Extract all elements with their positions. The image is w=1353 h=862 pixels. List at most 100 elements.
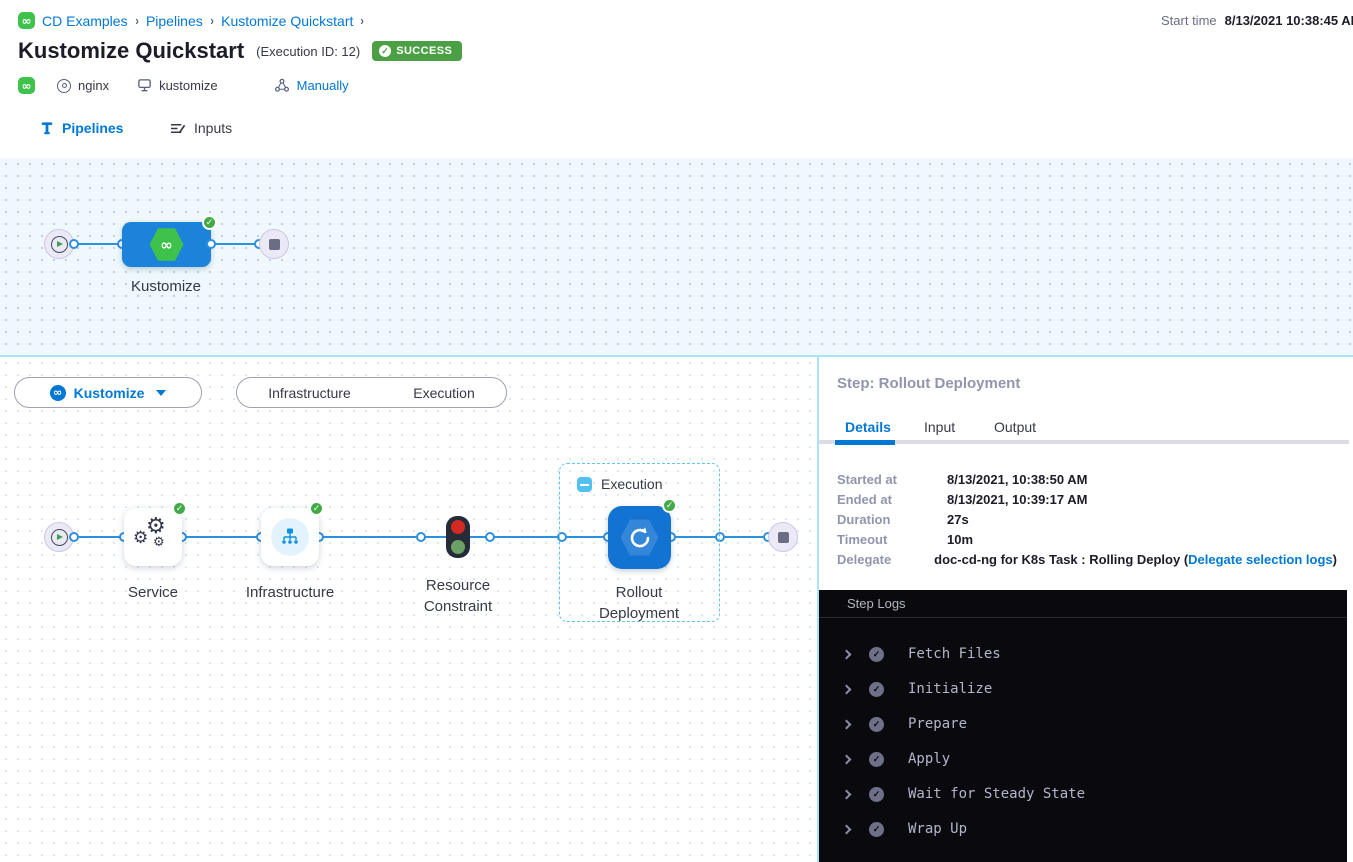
breadcrumb: ∞ CD Examples › Pipelines › Kustomize Qu…: [18, 12, 365, 29]
pipeline-start-node[interactable]: [44, 229, 74, 259]
stage-selector-dropdown[interactable]: ∞ Kustomize: [14, 377, 202, 408]
infrastructure-icon: [271, 518, 309, 556]
step-label-rollout: Rollout Deployment: [598, 584, 680, 622]
panel-tab-track: [819, 440, 1349, 444]
step-node-resource-constraint[interactable]: [446, 516, 470, 558]
log-section-fetch-files[interactable]: ✓ Fetch Files: [819, 644, 1347, 664]
panel-title: Step: Rollout Deployment: [837, 375, 1021, 392]
breadcrumb-separator: ›: [360, 13, 365, 28]
edge-connector: [715, 532, 725, 542]
pipeline-graph: ∞ ✓ Kustomize: [0, 158, 1353, 355]
edge-connector: [485, 532, 495, 542]
edge-connector: [206, 239, 216, 249]
step-label-resource-constraint: Resource Constraint: [423, 577, 493, 615]
execution-id: (Execution ID: 12): [256, 43, 361, 59]
stage-node-kustomize[interactable]: ∞ ✓: [122, 215, 217, 267]
step-label-infrastructure: Infrastructure: [245, 584, 335, 601]
chevron-right-icon: [841, 754, 852, 764]
tab-output[interactable]: Output: [994, 419, 1037, 435]
field-started-at: Started at 8/13/2021, 10:38:50 AM: [837, 471, 1088, 487]
log-section-initialize[interactable]: ✓ Initialize: [819, 679, 1347, 699]
success-check-icon: ✓: [202, 215, 217, 230]
log-section-apply[interactable]: ✓ Apply: [819, 749, 1347, 769]
page-title: Kustomize Quickstart: [18, 38, 245, 63]
tab-input[interactable]: Input: [924, 419, 956, 435]
chevron-right-icon: [841, 719, 852, 729]
tab-details[interactable]: Details: [845, 419, 891, 435]
edge-connector: [557, 532, 567, 542]
edge-connector: [69, 532, 79, 542]
execution-group-label: Execution: [601, 476, 663, 492]
green-light-icon: [451, 540, 465, 554]
log-success-icon: ✓: [869, 821, 884, 837]
success-check-icon: ✓: [309, 501, 324, 516]
log-section-prepare[interactable]: ✓ Prepare: [819, 714, 1347, 734]
field-timeout: Timeout 10m: [837, 531, 974, 547]
edge: [74, 243, 122, 245]
breadcrumb-separator: ›: [210, 13, 214, 28]
gears-icon: ⚙: [153, 535, 165, 550]
delegate-selection-logs-link[interactable]: Delegate selection logs: [1188, 551, 1333, 567]
log-section-wait-steady-state[interactable]: ✓ Wait for Steady State: [819, 784, 1347, 804]
toggle-infrastructure[interactable]: Infrastructure: [268, 384, 351, 401]
stage-label: Kustomize: [130, 278, 202, 295]
cd-module-icon: ∞: [18, 77, 35, 94]
step-logs-header: Step Logs: [819, 590, 1347, 618]
rollout-refresh-icon: [630, 526, 649, 547]
stage-end-node[interactable]: [768, 522, 798, 552]
log-success-icon: ✓: [869, 716, 884, 732]
edge-connector: [69, 239, 79, 249]
tab-inputs[interactable]: Inputs: [170, 120, 232, 136]
gears-icon: ⚙: [146, 514, 166, 539]
chevron-right-icon: [841, 649, 852, 659]
breadcrumb-kustomize-quickstart[interactable]: Kustomize Quickstart: [221, 12, 354, 29]
check-icon: ✓: [379, 45, 392, 57]
inputs-icon: [170, 123, 186, 133]
chevron-down-icon: [156, 389, 167, 396]
toggle-execution[interactable]: Execution: [413, 384, 475, 401]
edge-connector: [416, 532, 426, 542]
step-node-service[interactable]: ⚙ ⚙ ⚙ ✓: [124, 501, 187, 566]
step-node-rollout-deployment[interactable]: ✓: [608, 498, 677, 569]
red-light-icon: [451, 520, 465, 534]
play-icon: [50, 235, 68, 253]
chevron-right-icon: [841, 824, 852, 834]
success-check-icon: ✓: [662, 498, 677, 513]
breadcrumb-pipelines[interactable]: Pipelines: [145, 12, 203, 29]
harness-cd-logo-icon: ∞: [18, 12, 35, 29]
main-tabbar: Pipelines Inputs: [0, 110, 1353, 268]
log-success-icon: ✓: [869, 646, 884, 662]
success-check-icon: ✓: [172, 501, 187, 516]
pipeline-end-node[interactable]: [259, 229, 289, 259]
environment-icon: [138, 79, 151, 92]
field-ended-at: Ended at 8/13/2021, 10:39:17 AM: [837, 491, 1088, 507]
log-section-wrap-up[interactable]: ✓ Wrap Up: [819, 819, 1347, 839]
breadcrumb-separator: ›: [135, 13, 139, 28]
breadcrumb-cd-examples[interactable]: CD Examples: [42, 12, 128, 29]
trigger-tag[interactable]: Manually: [274, 78, 349, 93]
environment-tag[interactable]: kustomize: [137, 78, 218, 93]
step-details-panel: Step: Rollout Deployment Details Input O…: [817, 357, 1353, 862]
service-icon: [57, 78, 71, 93]
execution-group-container: Execution: [559, 463, 720, 622]
details-fields: Started at 8/13/2021, 10:38:50 AM Ended …: [837, 469, 1337, 569]
view-toggle: Infrastructure Execution: [236, 377, 507, 408]
step-label-service: Service: [127, 584, 179, 601]
field-delegate: Delegate doc-cd-ng for K8s Task : Rollin…: [837, 551, 1337, 567]
tab-pipelines[interactable]: Pipelines: [40, 120, 123, 136]
status-badge: ✓ SUCCESS: [372, 41, 463, 61]
step-node-infrastructure[interactable]: ✓: [261, 501, 324, 566]
stop-icon: [268, 238, 280, 250]
service-tag[interactable]: nginx: [57, 78, 109, 93]
field-duration: Duration 27s: [837, 511, 969, 527]
stop-icon: [777, 531, 789, 543]
gears-icon: ⚙: [133, 528, 149, 548]
chevron-right-icon: [841, 789, 852, 799]
collapse-minus-icon[interactable]: [577, 477, 592, 492]
trigger-icon: [274, 78, 289, 92]
panel-tab-active-underline: [835, 440, 895, 445]
page-header: ∞ CD Examples › Pipelines › Kustomize Qu…: [0, 0, 1353, 110]
stage-icon: ∞: [49, 384, 66, 401]
section-divider: [0, 355, 1353, 357]
